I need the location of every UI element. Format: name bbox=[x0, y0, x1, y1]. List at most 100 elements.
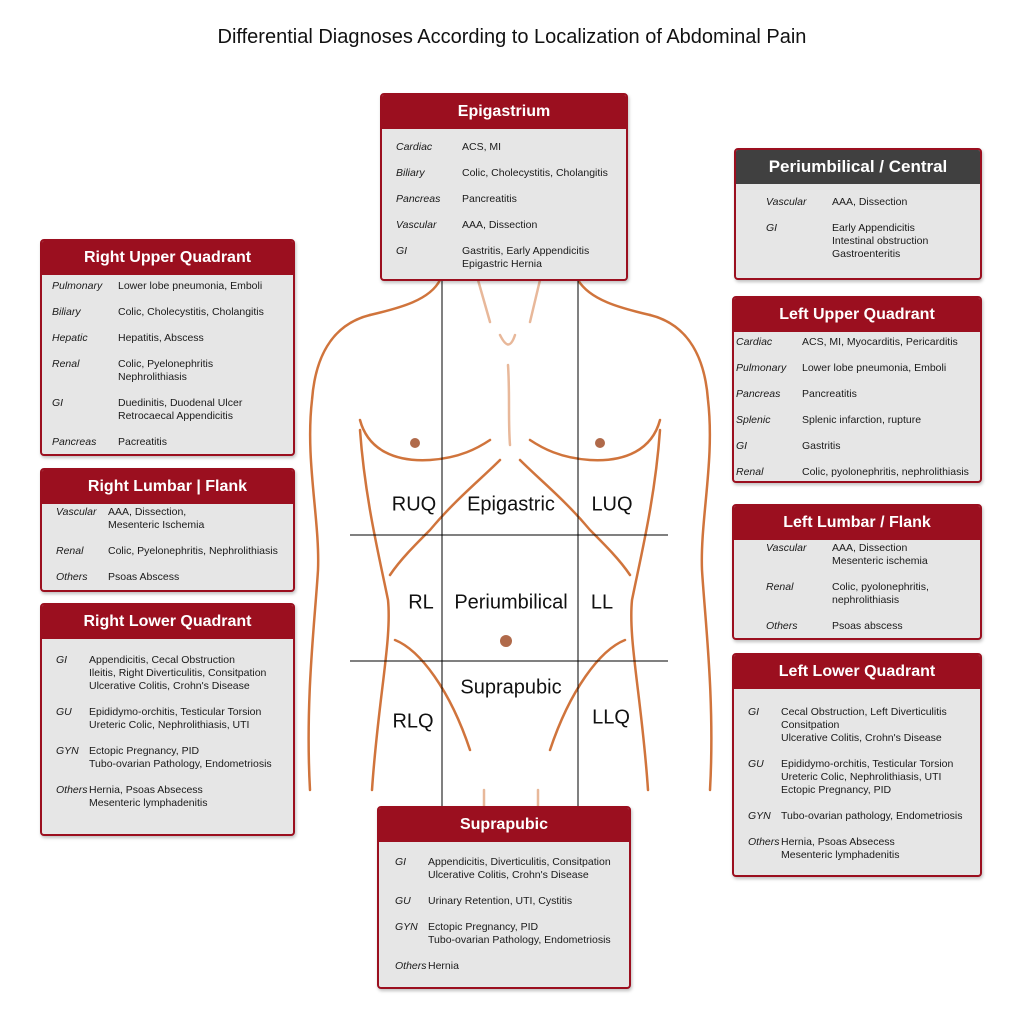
diagnosis-item: Psoas Abscess bbox=[108, 571, 180, 583]
category-label: Vascular bbox=[396, 219, 437, 231]
diagnosis-list: AAA, Dissection,Mesenteric Ischemia bbox=[108, 506, 289, 532]
diagnosis-item: Pancreatitis bbox=[802, 388, 857, 400]
diagnosis-item: Ectopic Pregnancy, PID bbox=[428, 921, 539, 933]
category-label: GU bbox=[395, 895, 411, 907]
category-label: Vascular bbox=[766, 542, 807, 554]
diagnosis-item: AAA, Dissection, bbox=[108, 506, 187, 518]
diagnosis-item: Mesenteric lymphadenitis bbox=[781, 849, 900, 861]
diagnosis-list: Psoas Abscess bbox=[108, 571, 289, 584]
box-title: Left Upper Quadrant bbox=[734, 298, 980, 332]
diagnosis-item: Retrocaecal Appendicitis bbox=[118, 410, 233, 422]
diagnosis-row: GU Epididymo-orchitis, Testicular Torsion… bbox=[748, 758, 976, 797]
category-label: Others bbox=[766, 620, 798, 632]
diagnosis-list: Colic, pyolonephritis, nephrolithiasis bbox=[802, 466, 976, 479]
diagnosis-item: Appendicitis, Diverticulitis, Consitpati… bbox=[428, 856, 611, 868]
diagnosis-item: Pacreatitis bbox=[118, 436, 168, 448]
diagnosis-item: Duedinitis, Duodenal Ulcer bbox=[118, 397, 243, 409]
diagnosis-item: Mesenteric lymphadenitis bbox=[89, 797, 208, 809]
category-label: Others bbox=[395, 960, 427, 972]
diagnosis-item: Colic, Pyelonephritis bbox=[118, 358, 214, 370]
diagnosis-item: ACS, MI, Myocarditis, Pericarditis bbox=[802, 336, 958, 348]
category-label: Vascular bbox=[766, 196, 807, 208]
diagnosis-row: Vascular AAA, Dissection bbox=[766, 196, 976, 209]
category-label: Cardiac bbox=[736, 336, 773, 348]
diagnosis-list: Splenic infarction, rupture bbox=[802, 414, 976, 427]
category-label: Vascular bbox=[56, 506, 97, 518]
region-label-suprapubic: Suprapubic bbox=[460, 676, 562, 699]
diagnosis-list: Tubo-ovarian pathology, Endometriosis bbox=[781, 810, 976, 823]
region-label-ll: LL bbox=[590, 591, 614, 614]
diagnosis-list: Lower lobe pneumonia, Emboli bbox=[802, 362, 976, 375]
diagnosis-item: Splenic infarction, rupture bbox=[802, 414, 922, 426]
region-grid bbox=[350, 278, 668, 808]
diagnosis-item: Ulcerative Colitis, Crohn's Disease bbox=[89, 680, 250, 692]
diagnosis-item: Hernia, Psoas Absecess bbox=[781, 836, 895, 848]
category-label: GI bbox=[56, 654, 68, 666]
diagnosis-item: AAA, Dissection bbox=[832, 196, 908, 208]
diagnosis-item: Ulcerative Colitis, Crohn's Disease bbox=[781, 732, 942, 744]
diagnosis-item: Pancreatitis bbox=[462, 193, 517, 205]
diagnosis-item: Gastroenteritis bbox=[832, 248, 901, 260]
region-label-luq: LUQ bbox=[591, 493, 633, 516]
diagnosis-item: Gastritis, Early Appendicitis bbox=[462, 245, 590, 257]
umbilicus bbox=[500, 635, 512, 647]
body-outline bbox=[307, 278, 713, 792]
diagnosis-row: Vascular AAA, Dissection,Mesenteric Ische… bbox=[56, 506, 289, 532]
diagnosis-list: Colic, Cholecystitis, Cholangitis bbox=[462, 167, 622, 180]
box-title: Left Lower Quadrant bbox=[734, 655, 980, 689]
diagnosis-list: Colic, Cholecystitis, Cholangitis bbox=[118, 306, 289, 319]
box-title: Right Upper Quadrant bbox=[42, 241, 293, 275]
diagnosis-list: AAA, Dissection bbox=[462, 219, 622, 232]
diagnosis-item: Early Appendicitis bbox=[832, 222, 915, 234]
diagnosis-item: Lower lobe pneumonia, Emboli bbox=[118, 280, 263, 292]
diagnosis-row: Vascular AAA, Dissection bbox=[396, 219, 622, 232]
category-label: Renal bbox=[736, 466, 764, 478]
diagnosis-item: Tubo-ovarian pathology, Endometriosis bbox=[781, 810, 963, 822]
category-label: Pulmonary bbox=[736, 362, 787, 374]
diagnosis-item: Colic, Cholecystitis, Cholangitis bbox=[462, 167, 608, 179]
diagnosis-list: ACS, MI bbox=[462, 141, 622, 154]
category-label: GYN bbox=[395, 921, 418, 933]
category-label: GU bbox=[748, 758, 764, 770]
diagnosis-row: GU Urinary Retention, UTI, Cystitis bbox=[395, 895, 625, 908]
category-label: Others bbox=[56, 784, 88, 796]
diagnosis-item: Hernia bbox=[428, 960, 459, 972]
region-label-ruq: RUQ bbox=[391, 493, 437, 516]
category-label: Others bbox=[748, 836, 780, 848]
diagnosis-item: Mesenteric Ischemia bbox=[108, 519, 205, 531]
diagnosis-list: Appendicitis, Diverticulitis, Consitpati… bbox=[428, 856, 625, 882]
category-label: GI bbox=[736, 440, 748, 452]
diagnosis-list: Urinary Retention, UTI, Cystitis bbox=[428, 895, 625, 908]
diagnosis-row: GYN Tubo-ovarian pathology, Endometriosis bbox=[748, 810, 976, 823]
category-label: GYN bbox=[748, 810, 771, 822]
diagnosis-item: Tubo-ovarian Pathology, Endometriosis bbox=[89, 758, 272, 770]
diagnosis-list: Colic, pyolonephritis,nephrolithiasis bbox=[832, 581, 976, 607]
diagnosis-item: Ectopic Pregnancy, PID bbox=[89, 745, 200, 757]
diagnosis-item: Ulcerative Colitis, Crohn's Disease bbox=[428, 869, 589, 881]
diagnosis-item: Epididymo-orchitis, Testicular Torsion bbox=[781, 758, 954, 770]
region-label-rl: RL bbox=[408, 591, 434, 614]
